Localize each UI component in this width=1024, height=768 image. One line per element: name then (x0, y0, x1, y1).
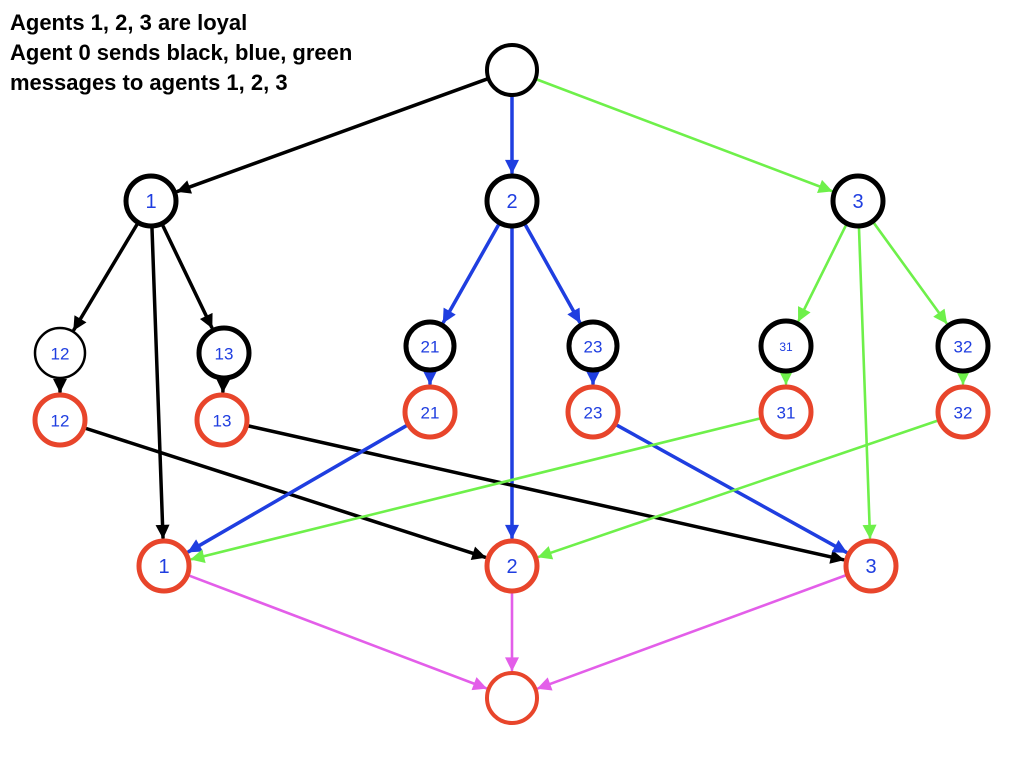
node-circle-r32 (935, 384, 991, 440)
node-n31: 31 (758, 318, 814, 374)
node-n3: 3 (830, 173, 886, 229)
diagram-caption: Agents 1, 2, 3 are loyal Agent 0 sends b… (10, 8, 352, 98)
node-circle-n2 (484, 173, 540, 229)
node-r13: 13 (194, 392, 250, 448)
node-circle-sink (485, 671, 539, 725)
node-n2: 2 (484, 173, 540, 229)
edge-n1-to-n12 (72, 222, 139, 332)
node-label-f3: 3 (865, 556, 876, 578)
node-circle-r12 (32, 392, 88, 448)
node-circle-n31 (758, 318, 814, 374)
edge-r21-to-f1 (186, 424, 408, 554)
node-circle-n23 (566, 319, 620, 373)
edge-n2-to-n21 (441, 223, 501, 324)
node-label-n3: 3 (852, 191, 863, 213)
node-label-n2: 2 (506, 191, 517, 213)
node-n23: 23 (566, 319, 620, 373)
node-label-n23: 23 (584, 338, 603, 357)
edge-r13-to-f3 (247, 424, 845, 564)
node-r21: 21 (402, 384, 458, 440)
edge-root-to-n3 (535, 78, 833, 193)
node-r23: 23 (565, 384, 621, 440)
node-circle-f1 (136, 538, 192, 594)
edge-n1-to-n13 (161, 224, 214, 330)
edge-r12-to-f2 (84, 426, 487, 560)
node-f3: 3 (843, 538, 899, 594)
edge-f3-to-sink (536, 574, 847, 691)
node-f1: 1 (136, 538, 192, 594)
edges-layer (53, 77, 970, 691)
node-r31: 31 (758, 384, 814, 440)
node-label-n13: 13 (215, 345, 234, 364)
node-circle-f2 (484, 538, 540, 594)
node-circle-root (485, 43, 539, 97)
node-label-n32: 32 (954, 338, 973, 357)
node-circle-n1 (123, 173, 179, 229)
edge-n2-to-n23 (523, 223, 582, 324)
node-label-f2: 2 (506, 556, 517, 578)
node-label-r21: 21 (421, 404, 440, 423)
node-label-r13: 13 (213, 412, 232, 431)
node-n13: 13 (196, 325, 252, 381)
caption-line-3: messages to agents 1, 2, 3 (10, 70, 288, 95)
edge-r32-to-f2 (537, 419, 939, 560)
edge-f1-to-sink (188, 574, 488, 691)
edge-r31-to-f1 (190, 417, 761, 563)
node-circle-r13 (194, 392, 250, 448)
node-circle-r23 (565, 384, 621, 440)
node-circle-n12 (33, 326, 87, 380)
node-circle-n32 (935, 318, 991, 374)
node-circle-n21 (403, 319, 457, 373)
edge-n1-to-f1 (150, 226, 170, 540)
node-sink (485, 671, 539, 725)
node-label-r12: 12 (51, 412, 70, 431)
node-circle-n13 (196, 325, 252, 381)
node-circle-f3 (843, 538, 899, 594)
node-circle-r31 (758, 384, 814, 440)
edge-n3-to-n31 (797, 224, 848, 322)
node-r12: 12 (32, 392, 88, 448)
node-n1: 1 (123, 173, 179, 229)
edge-r23-to-f3 (615, 423, 848, 554)
node-n32: 32 (935, 318, 991, 374)
node-label-n1: 1 (145, 191, 156, 213)
node-label-n12: 12 (51, 345, 70, 364)
node-label-n21: 21 (421, 338, 440, 357)
node-label-r31: 31 (777, 404, 796, 423)
edge-n3-to-f3 (857, 227, 877, 539)
node-label-r32: 32 (954, 404, 973, 423)
caption-line-2: Agent 0 sends black, blue, green (10, 40, 353, 65)
node-label-f1: 1 (158, 556, 169, 578)
caption-line-1: Agents 1, 2, 3 are loyal (10, 10, 248, 35)
node-root (485, 43, 539, 97)
node-circle-n3 (830, 173, 886, 229)
node-n12: 12 (33, 326, 87, 380)
node-r32: 32 (935, 384, 991, 440)
node-f2: 2 (484, 538, 540, 594)
edge-root-to-n1 (176, 77, 489, 194)
node-n21: 21 (403, 319, 457, 373)
node-label-r23: 23 (584, 404, 603, 423)
edge-n3-to-n32 (872, 222, 948, 325)
node-circle-r21 (402, 384, 458, 440)
node-label-n31: 31 (779, 340, 793, 354)
